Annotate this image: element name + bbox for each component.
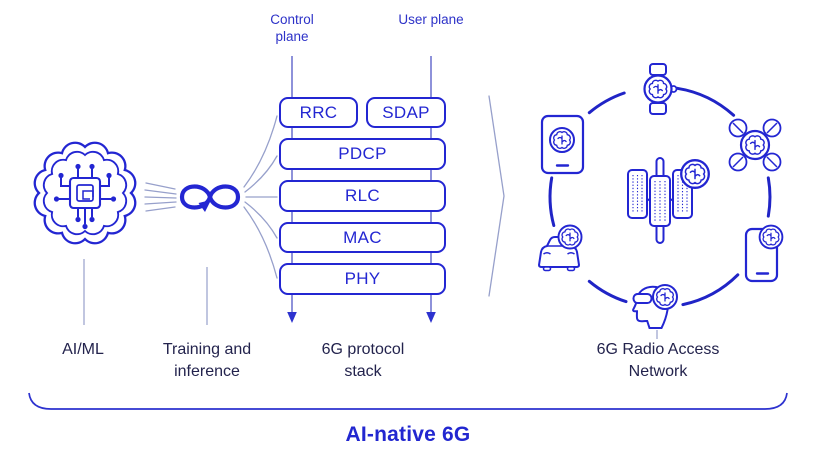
stack-layer-sdap: SDAP (366, 97, 446, 128)
fanout-curves (243, 115, 278, 279)
brain-circuit-traces (59, 169, 111, 224)
user-plane-label: User plane (398, 12, 464, 27)
base-station-icon (627, 157, 709, 244)
stack-layer-pdcp: PDCP (279, 138, 446, 170)
ar-headset-icon (632, 285, 677, 329)
stack-layer-phy: PHY (279, 263, 446, 295)
ai-brain-icon (33, 141, 137, 245)
loop-arrowhead (198, 200, 211, 212)
training-inference-label: Training and inference (162, 341, 252, 380)
brain-badge (681, 160, 709, 188)
stack-layer-rlc: RLC (279, 180, 446, 212)
stack-layer-mac: MAC (279, 222, 446, 253)
control-plane-label: Control plane (270, 12, 314, 45)
protocol-stack-label: 6G protocol stack (321, 341, 405, 380)
stack-layer-rrc: RRC (279, 97, 358, 128)
aiml-label: AI/ML (62, 341, 104, 358)
car-icon (537, 225, 582, 272)
tablet-icon (540, 114, 585, 175)
smartwatch-icon (643, 63, 678, 115)
smartphone-icon (744, 226, 782, 283)
chevron-connector (488, 95, 505, 297)
drone-icon (728, 118, 782, 172)
group-bracket (28, 392, 788, 410)
control-plane-arrow (287, 312, 297, 323)
brain-circuit-dots (53, 163, 117, 230)
infinity-loop-icon (179, 184, 241, 212)
user-plane-arrow (426, 312, 436, 323)
ran-label: 6G Radio Access Network (596, 341, 720, 380)
antenna-panel-dots (632, 175, 688, 221)
diagram-caption: AI-native 6G (345, 423, 471, 446)
ran-circle-arcs (548, 86, 772, 307)
label-connectors (83, 259, 658, 339)
signal-rays (144, 182, 177, 212)
